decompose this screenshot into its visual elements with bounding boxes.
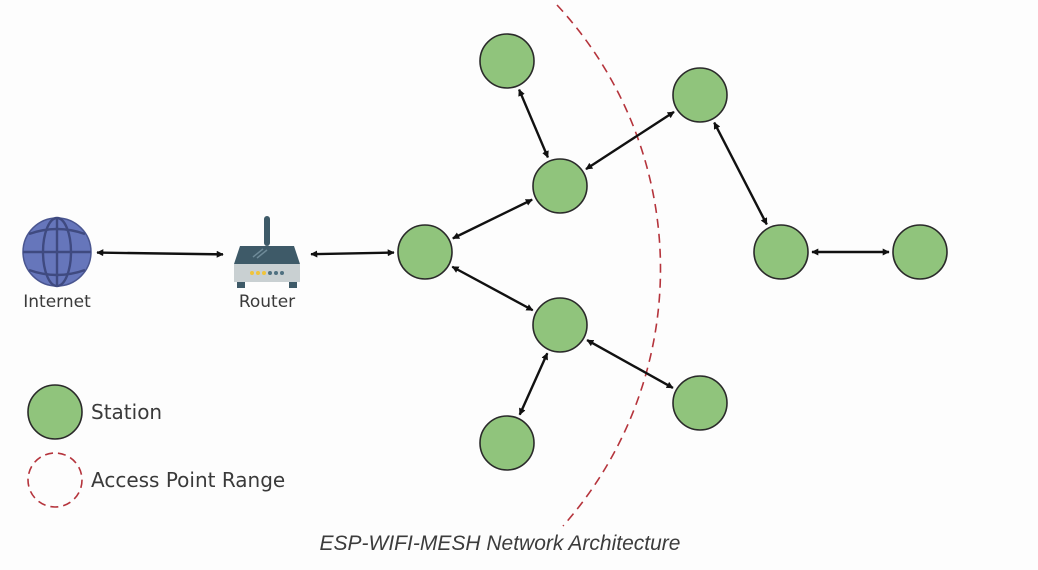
station-node-s_down — [532, 297, 588, 353]
edge-s_up-s_far_top — [585, 110, 675, 171]
station-node-s_up — [532, 158, 588, 214]
legend-range-label: Access Point Range — [91, 468, 285, 492]
station-node-s_far_right — [892, 224, 948, 280]
figure-caption: ESP-WIFI-MESH Network Architecture — [319, 532, 681, 555]
edge-s_down-s_down_bottom — [518, 352, 549, 416]
globe-icon — [22, 216, 92, 288]
station-node-s_far_mid — [753, 224, 809, 280]
internet-label: Internet — [23, 292, 91, 312]
edge-internet-router — [96, 249, 224, 258]
station-node-s_root — [397, 224, 453, 280]
legend-range-symbol — [27, 452, 83, 508]
edge-s_root-s_up — [452, 198, 533, 240]
station-node-s_up_top — [479, 33, 535, 89]
router-icon — [234, 216, 300, 288]
legend: Station Access Point Range — [27, 384, 285, 508]
station-node-s_far_top — [672, 67, 728, 123]
legend-station-symbol — [27, 384, 83, 440]
edge-router-s_root — [310, 249, 395, 258]
access-point-range-arc — [556, 4, 662, 527]
router-label: Router — [239, 292, 295, 312]
station-node-s_down_bottom — [479, 415, 535, 471]
edge-s_far_top-s_far_mid — [713, 121, 768, 226]
edge-s_down-s_far_bottom — [586, 339, 674, 389]
station-node-s_far_bottom — [672, 375, 728, 431]
edge-s_up-s_up_top — [517, 88, 550, 159]
legend-station-label: Station — [91, 400, 162, 424]
edge-s_root-s_down — [451, 265, 534, 312]
